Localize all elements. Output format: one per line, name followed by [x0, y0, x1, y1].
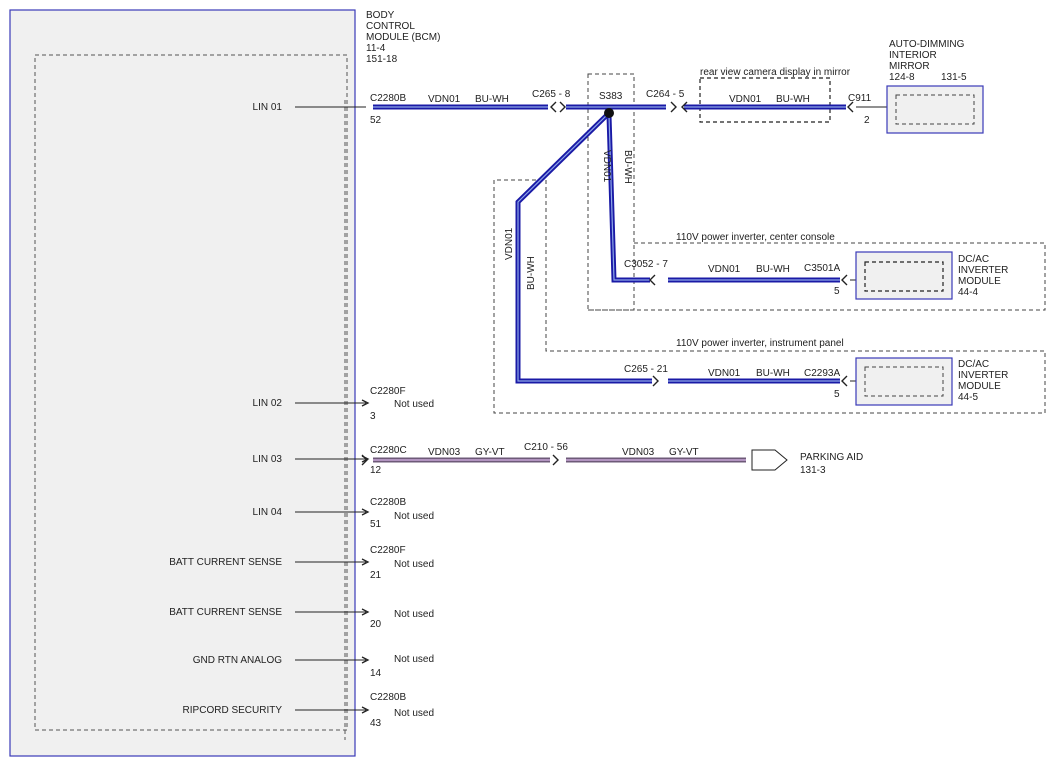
pin-number-ripcord: 43 — [370, 718, 382, 729]
mirror-circuit-label: VDN01 — [729, 94, 762, 105]
note-gnd-rtn: Not used — [394, 654, 434, 665]
inline-c264-5: C264 - 5 — [646, 89, 685, 100]
center-branch-color: BU-WH — [622, 150, 633, 184]
bcm-title-line-2: CONTROL — [366, 21, 415, 32]
ip-inverter-box — [855, 357, 953, 406]
ip-inverter-inner — [864, 366, 944, 397]
note-lin04: Not used — [394, 511, 434, 522]
mirror-module-inner — [895, 94, 975, 125]
bcm-ref-2: 151-18 — [366, 54, 398, 65]
pin-number-lin02: 3 — [370, 411, 376, 422]
center-zone-label: 110V power inverter, center console — [676, 232, 835, 243]
pin-label-lin03: LIN 03 — [253, 454, 283, 465]
splice-s383-dot — [604, 108, 614, 118]
pin-label-gnd-rtn: GND RTN ANALOG — [193, 655, 282, 666]
ip-circuit-label: VDN01 — [708, 368, 741, 379]
connector-batt-sense-1: C2280F — [370, 545, 406, 556]
lin01-circuit-label: VDN01 — [428, 94, 461, 105]
ip-inverter-title-2: INVERTER — [958, 370, 1008, 381]
bcm-connector-arrows — [361, 399, 370, 714]
pin-number-batt-sense-1: 21 — [370, 570, 382, 581]
mirror-connector: C911 — [848, 93, 872, 104]
inline-c265-21: C265 - 21 — [624, 364, 668, 375]
parking-aid-label: PARKING AID — [800, 452, 863, 463]
center-inverter-title-2: INVERTER — [958, 265, 1008, 276]
center-connector: C3501A — [804, 263, 840, 274]
mirror-pin: 2 — [864, 115, 870, 126]
lin03-circuit-label: VDN03 — [428, 447, 461, 458]
pin-number-gnd-rtn: 14 — [370, 668, 382, 679]
ip-zone-dashed — [493, 179, 1046, 414]
mirror-ref-b: 131-5 — [941, 72, 967, 83]
pin-number-lin01: 52 — [370, 115, 382, 126]
mirror-title-line-1: AUTO-DIMMING — [889, 39, 965, 50]
bcm-module-box — [9, 9, 356, 757]
center-branch-circuit: VDN01 — [601, 150, 612, 183]
ip-branch-color: BU-WH — [526, 256, 537, 290]
lin03-circuit-label-2: VDN03 — [622, 447, 655, 458]
pin-label-lin04: LIN 04 — [253, 507, 283, 518]
pin-number-lin04: 51 — [370, 519, 382, 530]
center-circuit-label: VDN01 — [708, 264, 741, 275]
ip-zone-label: 110V power inverter, instrument panel — [676, 338, 844, 349]
ip-color-label: BU-WH — [756, 368, 790, 379]
mirror-ref-a: 124-8 — [889, 72, 915, 83]
center-inverter-inner — [864, 261, 944, 292]
pin-label-batt-sense-2: BATT CURRENT SENSE — [169, 607, 282, 618]
lin03-color-label-2: GY-VT — [669, 447, 699, 458]
connector-ripcord: C2280B — [370, 692, 406, 703]
splice-label: S383 — [599, 91, 623, 102]
lin01-wires — [373, 104, 846, 384]
center-pin: 5 — [834, 286, 840, 297]
mirror-zone-label: rear view camera display in mirror — [700, 67, 851, 78]
mirror-color-label: BU-WH — [776, 94, 810, 105]
bcm-title-line-1: BODY — [366, 10, 395, 21]
ip-inverter-title-3: MODULE — [958, 381, 1001, 392]
ip-inverter-ref: 44-5 — [958, 392, 978, 403]
pin-number-batt-sense-2: 20 — [370, 619, 382, 630]
parking-aid-connector — [751, 449, 788, 471]
bcm-title-line-3: MODULE (BCM) — [366, 32, 440, 43]
pin-label-lin01: LIN 01 — [253, 102, 283, 113]
note-ripcord: Not used — [394, 708, 434, 719]
pin-label-lin02: LIN 02 — [253, 398, 283, 409]
pin-leads — [295, 106, 366, 711]
note-lin02: Not used — [394, 399, 434, 410]
center-inverter-title-1: DC/AC — [958, 254, 989, 265]
center-color-label: BU-WH — [756, 264, 790, 275]
bcm-ref-1: 11-4 — [366, 43, 386, 54]
mirror-module-box — [886, 85, 984, 134]
bcm-inner-dashed — [34, 54, 348, 731]
connector-lin02: C2280F — [370, 386, 406, 397]
note-batt-sense-1: Not used — [394, 559, 434, 570]
ip-pin: 5 — [834, 389, 840, 400]
parking-aid-ref: 131-3 — [800, 465, 826, 476]
ip-connector: C2293A — [804, 368, 840, 379]
lin03-inline-connectors — [361, 454, 559, 466]
lin01-color-label: BU-WH — [475, 94, 509, 105]
mirror-title-line-2: INTERIOR — [889, 50, 937, 61]
lin03-color-label: GY-VT — [475, 447, 505, 458]
center-inverter-box — [855, 251, 953, 300]
ip-branch-circuit: VDN01 — [504, 227, 515, 260]
connector-lin03: C2280C — [370, 445, 407, 456]
note-batt-sense-2: Not used — [394, 609, 434, 620]
center-console-zone-dashed — [588, 242, 1046, 311]
pin-number-lin03: 12 — [370, 465, 382, 476]
inline-c265-8: C265 - 8 — [532, 89, 571, 100]
mirror-title-line-3: MIRROR — [889, 61, 930, 72]
center-inverter-ref: 44-4 — [958, 287, 978, 298]
pin-label-batt-sense-1: BATT CURRENT SENSE — [169, 557, 282, 568]
inline-c3052-7: C3052 - 7 — [624, 259, 668, 270]
ip-inverter-title-1: DC/AC — [958, 359, 989, 370]
mirror-zone-dashed — [699, 77, 831, 123]
lin03-inline: C210 - 56 — [524, 442, 568, 453]
connector-lin04: C2280B — [370, 497, 406, 508]
pin-label-ripcord: RIPCORD SECURITY — [183, 705, 283, 716]
lin01-inline-connectors — [550, 101, 854, 387]
connector-lin01: C2280B — [370, 93, 406, 104]
center-inverter-title-3: MODULE — [958, 276, 1001, 287]
